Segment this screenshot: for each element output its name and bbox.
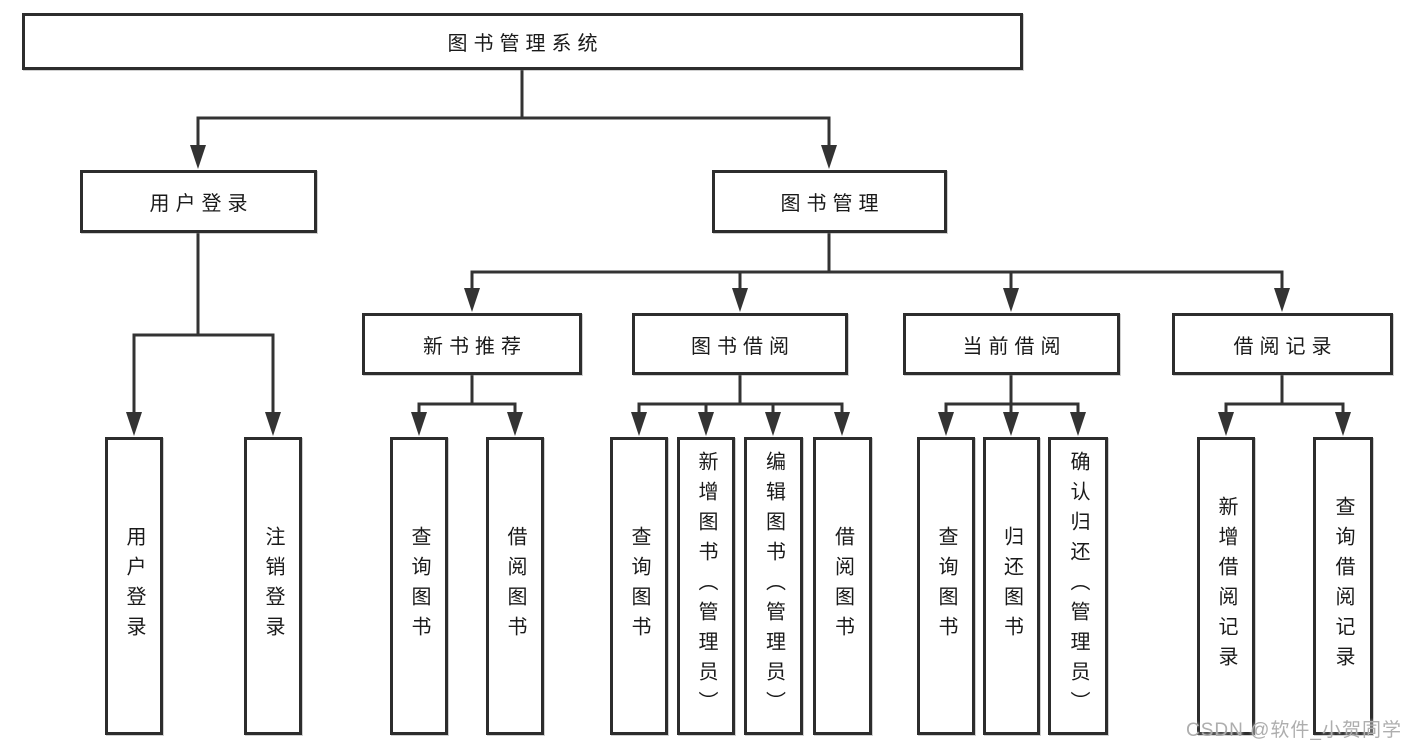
- leaf-records-query-record-label: 查询借阅记录: [1332, 496, 1354, 676]
- node-current-borrowing: 当前借阅: [903, 313, 1120, 375]
- node-book-management-label: 图书管理: [780, 193, 885, 215]
- leaf-borrowing-query-books: 查询图书: [610, 437, 668, 735]
- leaf-current-return-books: 归还图书: [983, 437, 1040, 735]
- leaf-borrowing-add-books-admin-label: 新增图书（管理员）: [695, 451, 717, 721]
- node-book-borrowing-label: 图书借阅: [691, 335, 795, 358]
- leaf-borrowing-borrow-books: 借阅图书: [813, 437, 872, 735]
- leaf-logout-login: 注销登录: [244, 437, 302, 735]
- leaf-current-confirm-return-admin-label: 确认归还（管理员）: [1067, 451, 1089, 721]
- leaf-records-add-record: 新增借阅记录: [1197, 437, 1255, 735]
- leaf-borrowing-borrow-books-label: 借阅图书: [831, 526, 854, 646]
- leaf-current-return-books-label: 归还图书: [1000, 526, 1023, 646]
- leaf-borrowing-query-books-label: 查询图书: [628, 526, 650, 646]
- leaf-borrowing-edit-books-admin: 编辑图书（管理员）: [744, 437, 803, 735]
- leaf-current-query-books: 查询图书: [917, 437, 975, 735]
- node-current-borrowing-label: 当前借阅: [962, 335, 1067, 358]
- node-borrow-records: 借阅记录: [1172, 313, 1393, 375]
- leaf-recommend-query-books-label: 查询图书: [408, 526, 430, 646]
- leaf-records-query-record: 查询借阅记录: [1313, 437, 1373, 735]
- leaf-borrowing-add-books-admin: 新增图书（管理员）: [677, 437, 735, 735]
- node-system-root: 图书管理系统: [22, 13, 1023, 70]
- node-borrow-records-label: 借阅记录: [1233, 335, 1338, 358]
- node-user-login: 用户登录: [80, 170, 317, 233]
- node-user-login-label: 用户登录: [149, 193, 254, 215]
- leaf-records-add-record-label: 新增借阅记录: [1215, 496, 1237, 676]
- node-book-borrowing: 图书借阅: [632, 313, 848, 375]
- leaf-borrowing-edit-books-admin-label: 编辑图书（管理员）: [762, 451, 785, 721]
- leaf-recommend-borrow-books-label: 借阅图书: [504, 526, 526, 646]
- node-new-book-recommend-label: 新书推荐: [423, 335, 527, 358]
- node-new-book-recommend: 新书推荐: [362, 313, 582, 375]
- watermark: CSDN @软件_小贺同学: [1186, 720, 1402, 741]
- leaf-user-login-label: 用户登录: [123, 526, 145, 646]
- node-system-root-label: 图书管理系统: [447, 33, 604, 55]
- leaf-current-confirm-return-admin: 确认归还（管理员）: [1048, 437, 1108, 735]
- leaf-recommend-borrow-books: 借阅图书: [486, 437, 544, 735]
- leaf-user-login: 用户登录: [105, 437, 163, 735]
- leaf-recommend-query-books: 查询图书: [390, 437, 448, 735]
- leaf-current-query-books-label: 查询图书: [935, 526, 957, 646]
- leaf-logout-login-label: 注销登录: [262, 526, 284, 646]
- node-book-management: 图书管理: [712, 170, 947, 233]
